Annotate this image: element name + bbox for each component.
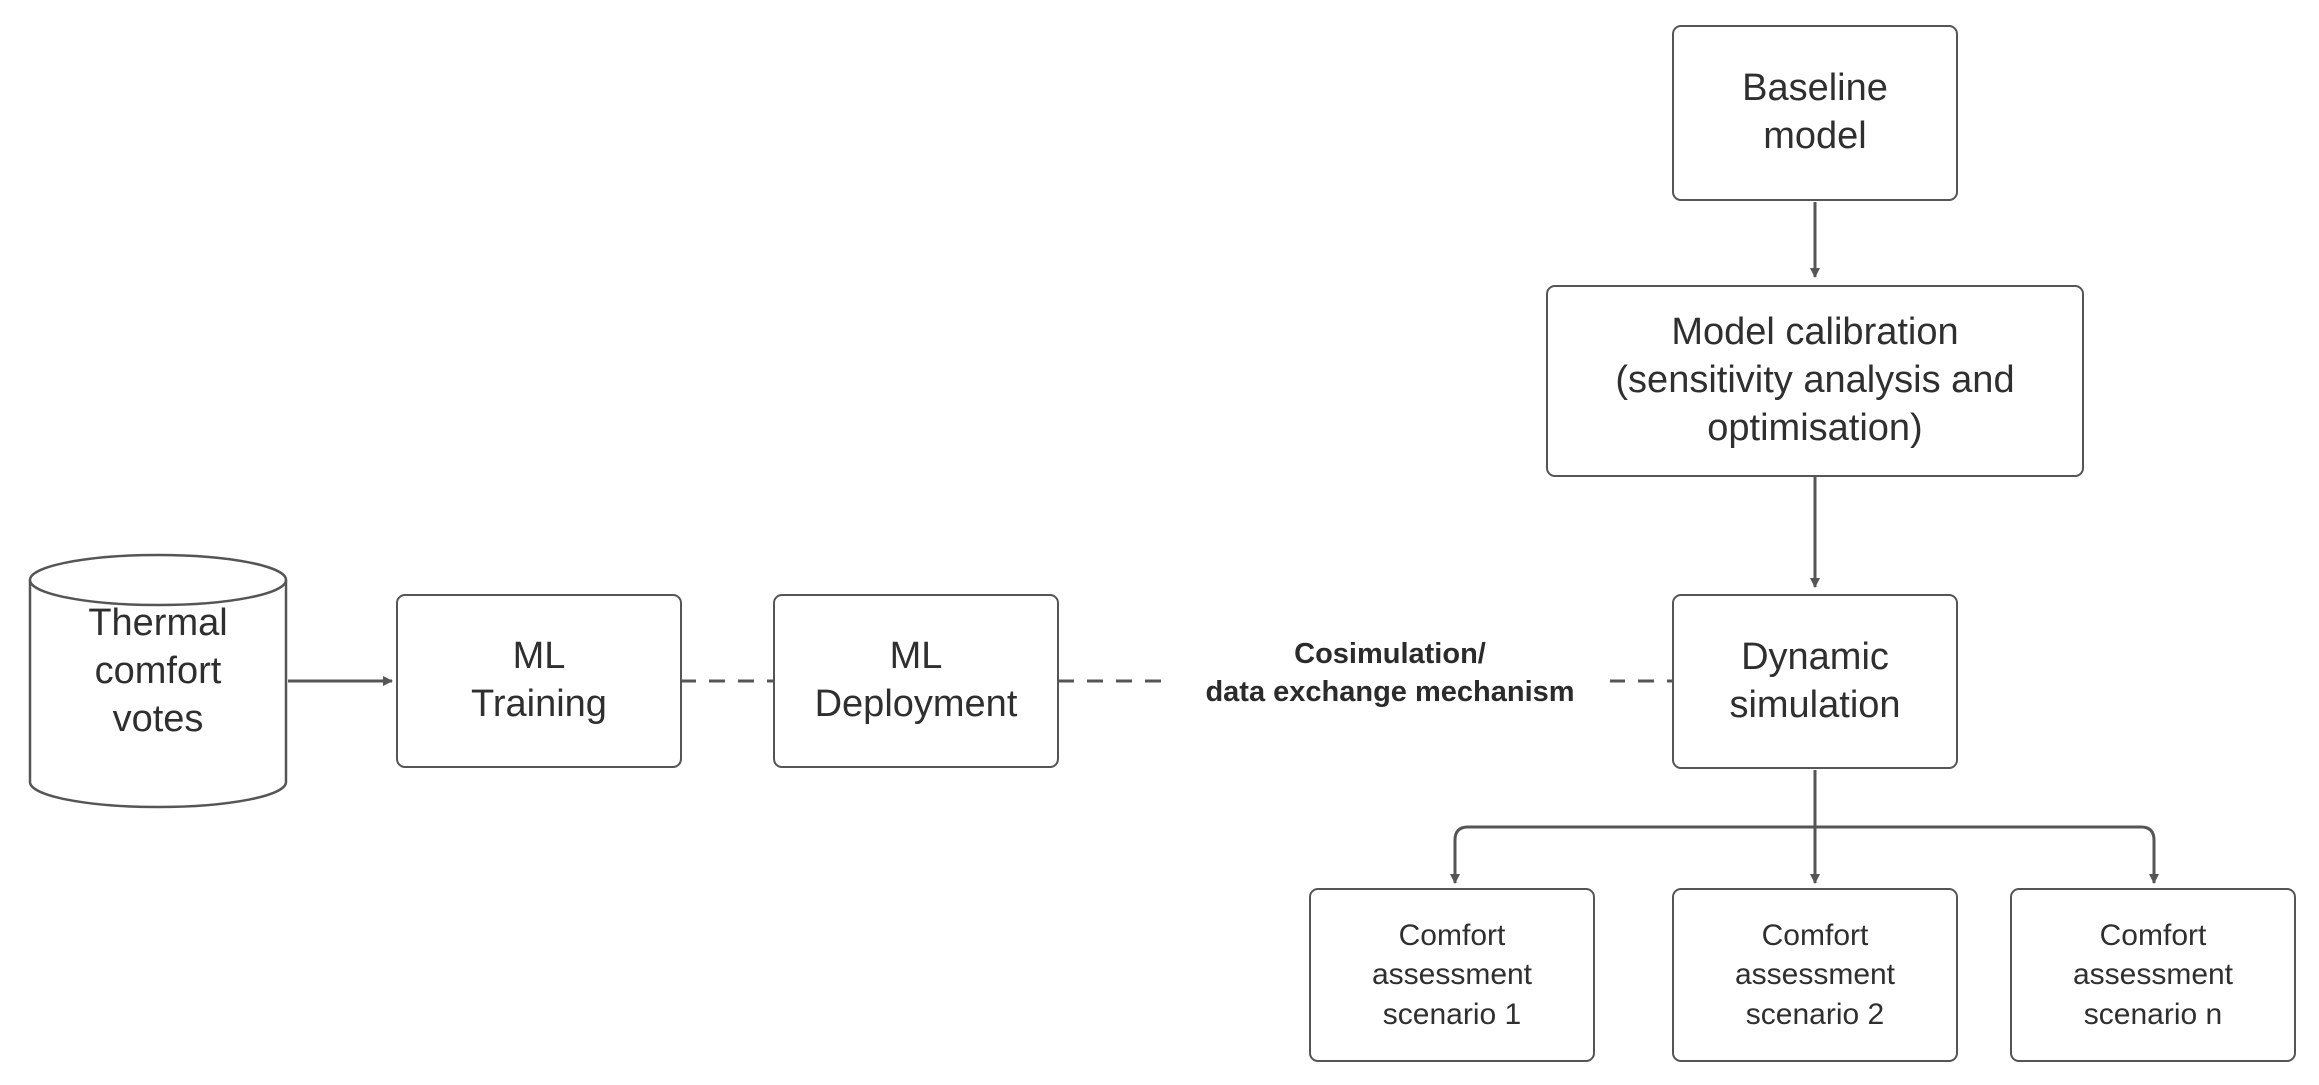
node-ml-training-label: ML Training <box>471 635 607 725</box>
edge-label-cosimulation: Cosimulation/ data exchange mechanism <box>1170 636 1610 712</box>
arrows-simulation-to-scenarios <box>1450 770 2159 884</box>
node-comfort-scenario-1-label: Comfort assessment scenario 1 <box>1371 918 1533 1031</box>
node-model-calibration: Model calibration (sensitivity analysis … <box>1546 285 2084 477</box>
node-comfort-scenario-n-label: Comfort assessment scenario n <box>2072 918 2234 1031</box>
node-ml-deployment-label: ML Deployment <box>814 635 1018 725</box>
database-cylinder-icon <box>28 553 288 809</box>
node-comfort-scenario-2: Comfort assessment scenario 2 <box>1672 888 1958 1062</box>
node-ml-training: ML Training <box>396 594 682 768</box>
node-comfort-scenario-2-label: Comfort assessment scenario 2 <box>1734 918 1896 1031</box>
node-dynamic-simulation-label: Dynamic simulation <box>1729 635 1901 726</box>
node-dynamic-simulation: Dynamic simulation <box>1672 594 1958 769</box>
node-comfort-scenario-n: Comfort assessment scenario n <box>2010 888 2296 1062</box>
node-model-calibration-label: Model calibration (sensitivity analysis … <box>1615 311 2015 449</box>
node-ml-deployment: ML Deployment <box>773 594 1059 768</box>
node-comfort-scenario-1: Comfort assessment scenario 1 <box>1309 888 1595 1062</box>
node-thermal-comfort-votes: Thermal comfort votes <box>88 602 228 740</box>
node-baseline-model: Baseline model <box>1672 25 1958 201</box>
node-baseline-model-label: Baseline model <box>1742 67 1888 157</box>
